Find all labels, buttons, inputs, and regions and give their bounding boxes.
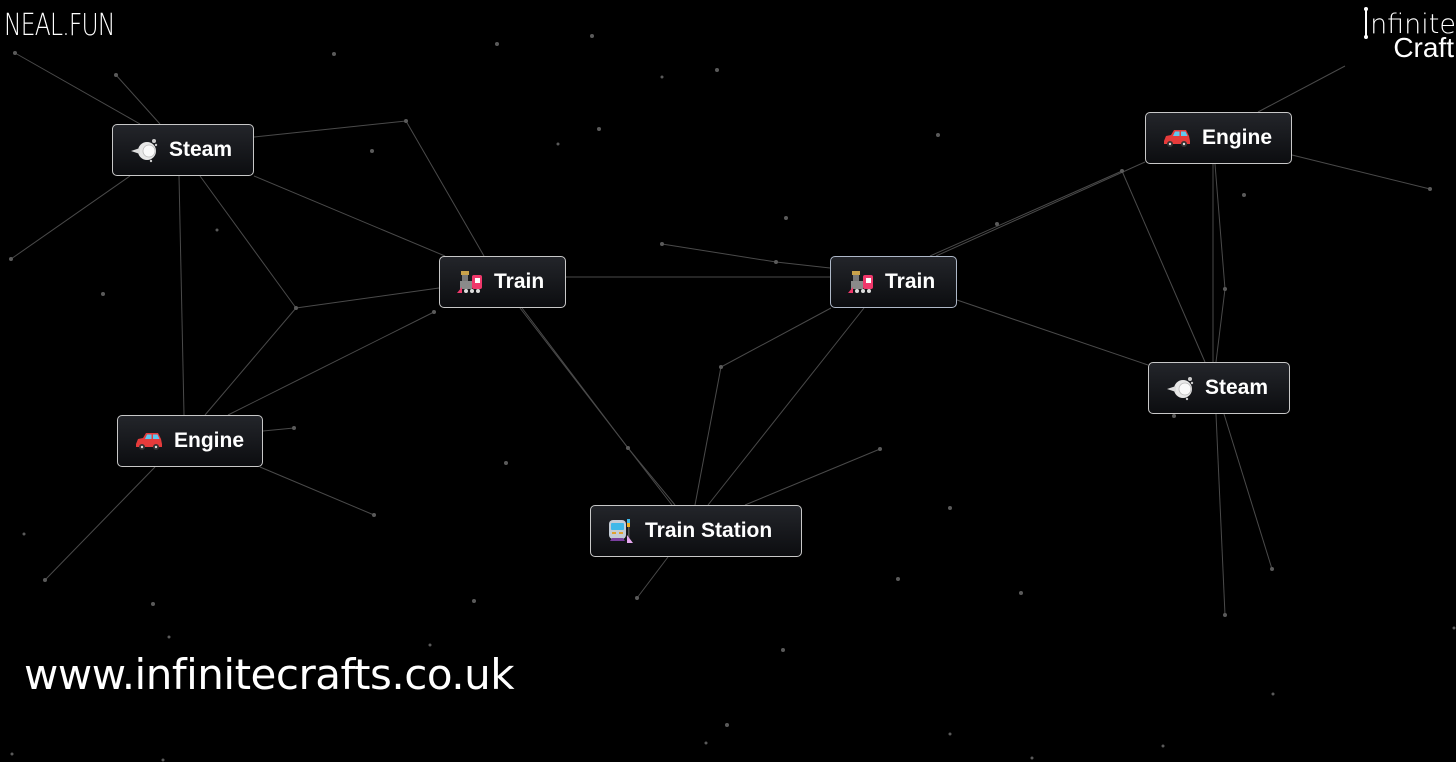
car-icon: [1162, 127, 1192, 149]
item-label: Engine: [174, 429, 245, 452]
item-steam[interactable]: Steam: [1148, 362, 1290, 414]
locomotive-icon: [456, 269, 484, 295]
infinite-craft-logo-line2: Craft: [1393, 32, 1454, 63]
item-train[interactable]: Train: [830, 256, 957, 308]
car-icon: [134, 430, 164, 452]
steam-icon: [129, 136, 159, 164]
item-label: Steam: [169, 138, 233, 161]
watermark-url: www.infinitecrafts.co.uk: [24, 650, 515, 699]
item-engine[interactable]: Engine: [117, 415, 263, 467]
neal-fun-logo[interactable]: NEAL.FUN: [4, 8, 115, 43]
logo-i-bar-icon: [1364, 7, 1369, 39]
item-train-station[interactable]: Train Station: [590, 505, 802, 557]
infinite-craft-logo: nfinite Craft: [1364, 7, 1456, 63]
item-label: Train: [885, 270, 936, 293]
infinite-craft-logo-line1: nfinite: [1364, 7, 1456, 39]
item-label: Train: [494, 270, 545, 293]
item-label: Train Station: [645, 519, 773, 542]
train-station-icon: [607, 517, 635, 545]
connection-lines: [10, 52, 1431, 616]
steam-icon: [1165, 374, 1195, 402]
item-label: Steam: [1205, 376, 1269, 399]
item-train[interactable]: Train: [439, 256, 566, 308]
item-label: Engine: [1202, 126, 1273, 149]
locomotive-icon: [847, 269, 875, 295]
star-dots: [9, 34, 1456, 762]
item-engine[interactable]: Engine: [1145, 112, 1292, 164]
item-steam[interactable]: Steam: [112, 124, 254, 176]
